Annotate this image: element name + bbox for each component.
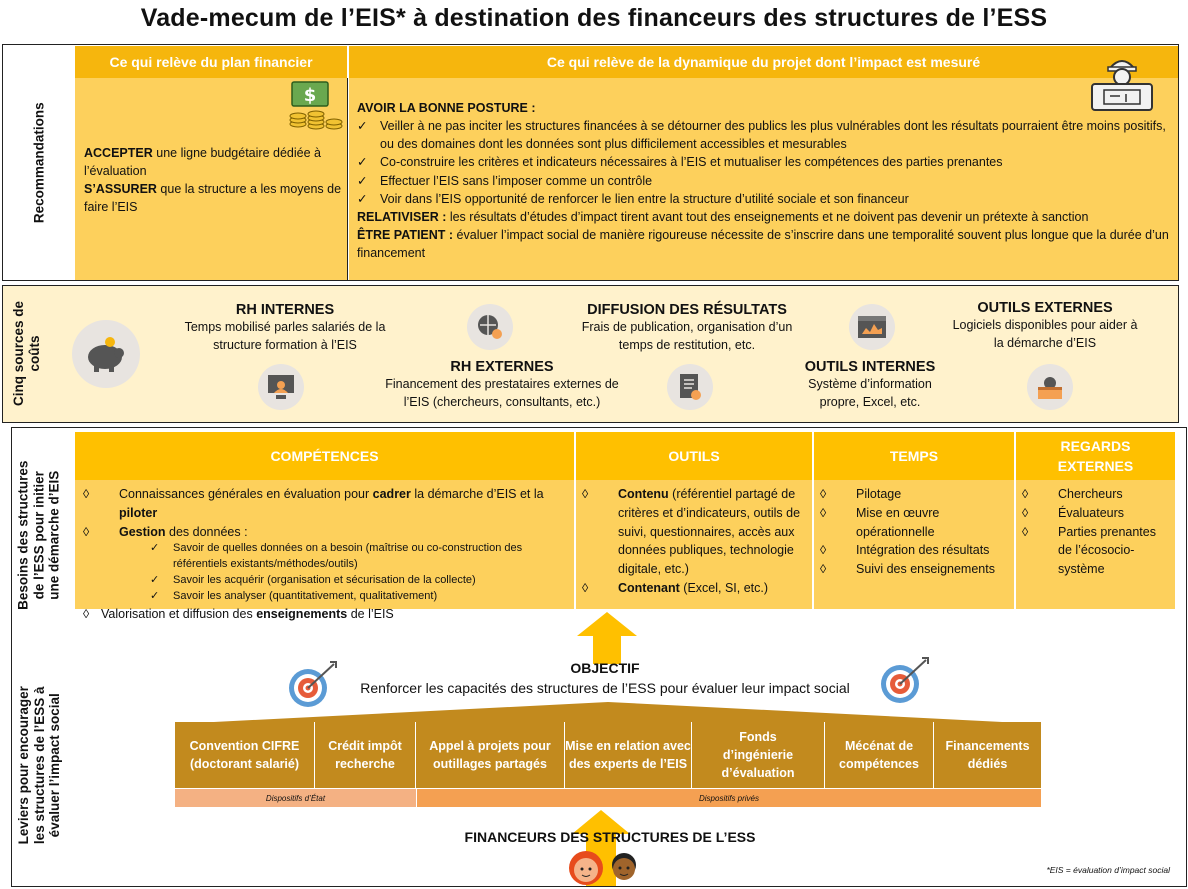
regards-externes-header: REGARDS EXTERNES xyxy=(1016,432,1175,480)
bonne-posture-heading: AVOIR LA BONNE POSTURE : xyxy=(357,101,536,115)
donnees-sub-item: ✓Savoir de quelles données on a besoin (… xyxy=(150,542,523,571)
regards-externes-cell: ◊Chercheurs ◊Évaluateurs ◊Parties prenan… xyxy=(1016,480,1175,609)
patient-keyword: ÊTRE PATIENT : xyxy=(357,227,454,242)
computer-user-icon xyxy=(258,364,304,410)
outils-header: OUTILS xyxy=(576,432,813,480)
dynamique-projet-text: AVOIR LA BONNE POSTURE : ✓Veiller à ne p… xyxy=(357,99,1172,262)
posture-check-item: ✓Effectuer l’EIS sans l’imposer comme un… xyxy=(357,173,653,188)
dispositifs-etat: Dispositifs d’État xyxy=(175,789,416,807)
recommandations-label: Recommandations xyxy=(31,102,47,223)
dynamique-projet-header: Ce qui relève de la dynamique du projet … xyxy=(349,46,1178,78)
objectif-text: Renforcer les capacités des structures d… xyxy=(360,680,850,696)
assurer-keyword: S’ASSURER xyxy=(84,182,157,197)
temps-item: ◊Intégration des résultats xyxy=(820,543,990,558)
outils-cell: ◊Contenu (référentiel partagé de critère… xyxy=(576,480,813,609)
plan-financier-header: Ce qui relève du plan financier xyxy=(75,46,348,78)
leviers-roof xyxy=(175,702,1042,724)
footnote: *EIS = évaluation d’impact social xyxy=(1046,865,1170,875)
relativiser-keyword: RELATIVISER : xyxy=(357,209,447,224)
regards-item: ◊Évaluateurs xyxy=(1022,505,1125,520)
competences-header: COMPÉTENCES xyxy=(75,432,575,480)
levier-mecenat: Mécénat de compétences xyxy=(825,722,934,788)
posture-check-item: ✓Co-construire les critères et indicateu… xyxy=(357,155,1003,170)
levier-cifre: Convention CIFRE (doctorant salarié) xyxy=(175,722,315,788)
temps-item: ◊Suivi des enseignements xyxy=(820,562,995,576)
temps-cell: ◊Pilotage ◊Mise en œuvre opérationnelle … xyxy=(814,480,1015,609)
regards-item: ◊Parties prenantes de l’écosocio-système xyxy=(1022,524,1156,577)
levier-fonds-ingenierie: Fonds d’ingénierie d’évaluation xyxy=(692,722,825,788)
svg-text:$: $ xyxy=(304,85,317,106)
dispositifs-prives: Dispositifs privés xyxy=(417,789,1041,807)
browser-window-icon xyxy=(849,304,895,350)
plan-financier-cell xyxy=(75,78,348,280)
recommandations-section xyxy=(2,44,1179,281)
temps-item: ◊Mise en œuvre opérationnelle xyxy=(820,505,940,539)
dynamique-projet-cell xyxy=(349,78,1178,280)
regards-item: ◊Chercheurs xyxy=(1022,487,1123,501)
levier-appel-projets: Appel à projets pour outillages partagés xyxy=(416,722,565,788)
toolbox-icon xyxy=(1027,364,1073,410)
levier-mise-en-relation: Mise en relation avec des experts de l’E… xyxy=(565,722,692,788)
donnees-sub-item: ✓Savoir les acquérir (organisation et sé… xyxy=(150,574,476,587)
posture-check-item: ✓Voir dans l’EIS opportunité de renforce… xyxy=(357,191,909,206)
levier-financements-dedies: Financements dédiés xyxy=(934,722,1041,788)
financeurs-title: FINANCEURS DES STRUCTURES DE L’ESS xyxy=(464,829,756,845)
leviers-row: Convention CIFRE (doctorant salarié) Cré… xyxy=(175,722,1041,788)
donnees-sub-item: ✓Savoir les analyser (quantitativement, … xyxy=(150,590,438,603)
target-icon xyxy=(881,657,929,703)
temps-item: ◊Pilotage xyxy=(820,487,902,501)
couts-section xyxy=(2,285,1179,423)
piggy-bank-icon xyxy=(72,320,140,388)
competences-cell: ◊Connaissances générales en évaluation p… xyxy=(75,480,575,621)
rh-externes: RH EXTERNES Financement des prestataires… xyxy=(385,359,619,410)
besoins-leviers-section xyxy=(11,427,1187,887)
outils-externes: OUTILS EXTERNES Logiciels disponibles po… xyxy=(952,300,1138,351)
diffusion-resultats: DIFFUSION DES RÉSULTATS Frais de publica… xyxy=(581,302,793,353)
rh-internes: RH INTERNES Temps mobilisé parles salari… xyxy=(184,302,386,353)
levier-credit-impot: Crédit impôt recherche xyxy=(315,722,416,788)
document-gear-icon xyxy=(667,364,713,410)
objectif-title: OBJECTIF xyxy=(570,660,640,676)
up-arrow-icon xyxy=(577,612,637,664)
plan-financier-text: ACCEPTER une ligne budgétaire dédiée à l… xyxy=(84,146,342,215)
posture-check-item: ✓Veiller à ne pas inciter les structures… xyxy=(357,119,1166,152)
accepter-keyword: ACCEPTER xyxy=(84,146,153,160)
engineer-plans-icon xyxy=(1091,60,1153,111)
temps-header: TEMPS xyxy=(814,432,1015,480)
target-icon xyxy=(289,661,337,707)
people-icon xyxy=(569,851,636,885)
globe-gear-icon xyxy=(467,304,513,350)
money-stack-icon: $ xyxy=(289,81,343,130)
page-title: Vade-mecum de l’EIS* à destination des f… xyxy=(140,4,1048,32)
outils-internes: OUTILS INTERNES Système d’information pr… xyxy=(804,359,936,410)
